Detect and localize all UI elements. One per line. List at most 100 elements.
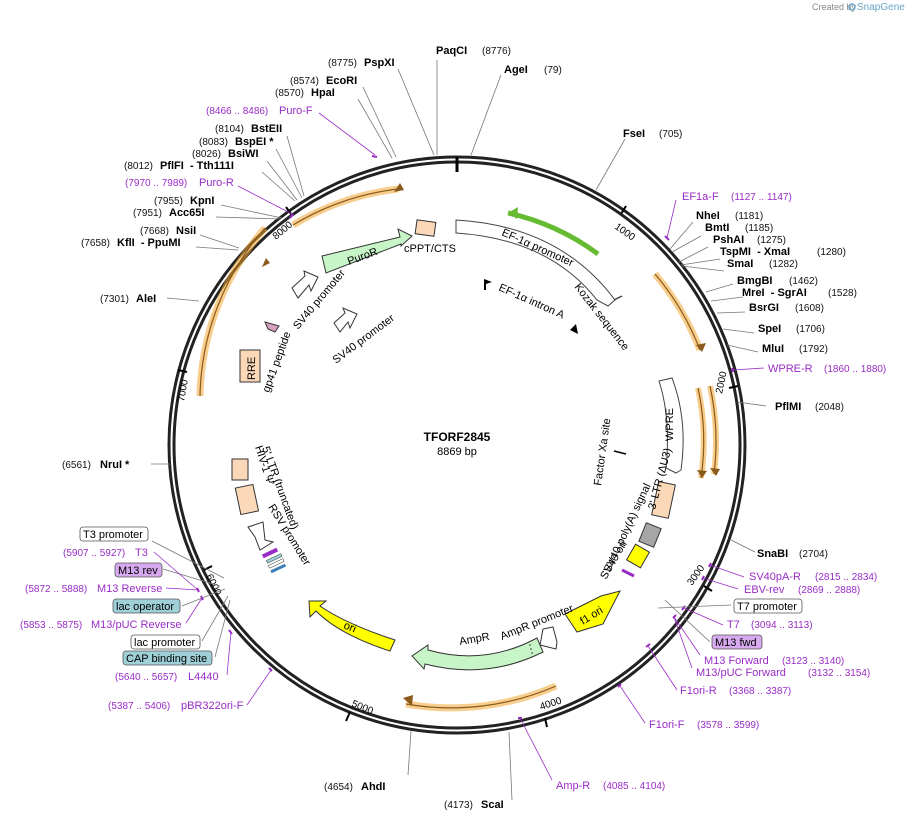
enzyme-bspei[interactable]: (8083)BspEI *	[199, 136, 274, 148]
svg-text:(5872 .. 5888): (5872 .. 5888)	[25, 584, 87, 595]
svg-text:HpaI: HpaI	[311, 87, 335, 99]
ef1a-promoter-shape	[455, 219, 616, 307]
enzyme-pflmi[interactable]: PflMI(2048)	[775, 401, 844, 413]
enzyme-bmti[interactable]: BmtI (1185)	[705, 222, 773, 234]
credit-prefix: Created by	[812, 2, 857, 12]
svg-text:BspEI *: BspEI *	[235, 136, 274, 148]
plasmid-name: TFORF2845	[424, 430, 491, 444]
box-lac-operator[interactable]: lac operator	[112, 598, 181, 614]
svg-text:BmtI: BmtI	[705, 222, 729, 234]
svg-text:Amp-R: Amp-R	[556, 780, 590, 792]
svg-text:SV40pA-R: SV40pA-R	[749, 571, 801, 583]
svg-text:PflMI: PflMI	[775, 401, 801, 413]
primer-amp-r[interactable]: Amp-R(4085 .. 4104)	[556, 780, 665, 792]
enzyme-paqci[interactable]: PaqCI (8776)	[436, 45, 511, 57]
primer-wpre-r[interactable]: WPRE-R(1860 .. 1880)	[768, 363, 886, 375]
primer-puro-f[interactable]: (8466 .. 8486)Puro-F	[206, 105, 313, 117]
box-t7-promoter[interactable]: T7 promoter	[733, 598, 803, 614]
box-t3-promoter[interactable]: T3 promoter	[79, 526, 149, 542]
ef1a-intron-label: EF-1α intron A	[497, 282, 567, 322]
svg-text:(5387 .. 5406): (5387 .. 5406)	[108, 701, 170, 712]
svg-text:(4654): (4654)	[324, 782, 353, 793]
box-m13-rev[interactable]: M13 rev	[114, 562, 163, 578]
box-m13-fwd[interactable]: M13 fwd	[711, 634, 763, 650]
svg-text:2000: 2000	[714, 370, 729, 394]
enzyme-acc65i[interactable]: (7951)Acc65I	[133, 207, 204, 219]
primer-pbr322ori-f[interactable]: (5387 .. 5406)pBR322ori-F	[108, 700, 244, 712]
svg-text:EF1a-F: EF1a-F	[682, 191, 719, 203]
primer-ebv-rev[interactable]: EBV-rev(2869 .. 2888)	[744, 584, 860, 596]
svg-text:(8574): (8574)	[290, 76, 319, 87]
rre-label: RRE	[246, 357, 258, 380]
enzyme-kfli[interactable]: (7658) KflI - PpuMI	[81, 237, 181, 249]
enzyme-snabi[interactable]: SnaBI(2704)	[757, 548, 828, 560]
enzyme-spei[interactable]: SpeI(1706)	[758, 323, 825, 335]
enzyme-mrei[interactable]: MreI - SgrAI(1528)	[742, 287, 857, 299]
ampr-shape	[411, 637, 544, 671]
primer-ef1a-f[interactable]: EF1a-F (1127 .. 1147)	[682, 191, 792, 203]
ori-shape	[308, 600, 396, 652]
svg-text:F1ori-R: F1ori-R	[680, 685, 717, 697]
plasmid-size: 8869 bp	[437, 446, 477, 458]
svg-text:(8775): (8775)	[328, 58, 357, 69]
enzyme-pflfi[interactable]: (8012)PflFI - Tth111I	[124, 160, 234, 172]
enzyme-alei[interactable]: (7301)AleI	[100, 293, 156, 305]
svg-text:M13 fwd: M13 fwd	[715, 637, 757, 649]
svg-text:M13 Forward: M13 Forward	[704, 655, 769, 667]
enzyme-scai[interactable]: (4173)ScaI	[444, 799, 504, 811]
enzyme-smai[interactable]: SmaI(1282)	[727, 258, 798, 270]
svg-text:BsrGI: BsrGI	[749, 302, 779, 314]
primer-m13-reverse[interactable]: (5872 .. 5888)M13 Reverse	[25, 583, 162, 595]
enzyme-nsii[interactable]: (7668)NsiI	[140, 225, 196, 237]
enzyme-agei[interactable]: AgeI(79)	[504, 64, 562, 76]
gp41-shape	[264, 321, 280, 333]
svg-text:(1275): (1275)	[757, 235, 786, 246]
enzyme-pshai[interactable]: PshAI (1275)	[713, 234, 786, 246]
enzyme-bsiwi[interactable]: (8026)BsiWI	[192, 148, 259, 160]
svg-text:KflI - PpuMI: KflI - PpuMI	[117, 237, 181, 249]
svg-text:PaqCI: PaqCI	[436, 45, 467, 57]
svg-text:(7658): (7658)	[81, 238, 110, 249]
primer-l4440[interactable]: (5640 .. 5657)L4440	[115, 671, 219, 683]
enzyme-pspxi[interactable]: (8775) PspXI	[328, 57, 395, 69]
primer-t3[interactable]: (5907 .. 5927)T3	[63, 547, 148, 559]
svg-text:(1792): (1792)	[799, 344, 828, 355]
enzyme-nrui[interactable]: (6561)NruI *	[62, 459, 130, 471]
primer-t7[interactable]: T7(3094 .. 3113)	[727, 619, 813, 631]
ltr3-shape	[651, 480, 676, 519]
enzyme-bmgbi[interactable]: BmgBI(1462)	[737, 275, 818, 287]
enzyme-nhei[interactable]: NheI(1181)	[696, 210, 763, 222]
primer-m13-forward[interactable]: M13 Forward(3123 .. 3140)	[704, 655, 844, 667]
svg-text:PshAI: PshAI	[713, 234, 744, 246]
enzyme-fsei[interactable]: FseI(705)	[623, 128, 682, 140]
box-cap-binding-site[interactable]: CAP binding site	[122, 650, 213, 666]
enzyme-ahdi[interactable]: (4654)AhdI	[324, 781, 385, 793]
primer-f1ori-r[interactable]: F1ori-R (3368 .. 3387)	[680, 685, 791, 697]
primer-m13-puc-reverse[interactable]: (5853 .. 5875)M13/pUC Reverse	[20, 619, 181, 631]
puror-shape	[321, 228, 413, 274]
primer-sv40pa-r[interactable]: SV40pA-R(2815 .. 2834)	[749, 571, 877, 583]
svg-text:7000: 7000	[176, 378, 191, 402]
enzyme-kpni[interactable]: (7955)KpnI	[154, 195, 214, 207]
enzyme-ecori[interactable]: (8574)EcoRI	[290, 75, 357, 87]
enzyme-bsteii[interactable]: (8104)BstEII	[215, 123, 282, 135]
svg-text:(1706): (1706)	[796, 324, 825, 335]
orf-arrowheads	[262, 183, 720, 706]
svg-text:(1185): (1185)	[745, 223, 773, 234]
svg-text:(8776): (8776)	[482, 46, 511, 57]
svg-text:T3 promoter: T3 promoter	[83, 529, 143, 541]
enzyme-tspmi[interactable]: TspMI - XmaI(1280)	[720, 246, 846, 258]
svg-text:(1127 .. 1147): (1127 .. 1147)	[731, 192, 792, 203]
svg-text:(1280): (1280)	[817, 247, 846, 258]
primer-puro-r[interactable]: (7970 .. 7989)Puro-R	[125, 177, 234, 189]
svg-text:(3368 .. 3387): (3368 .. 3387)	[729, 686, 791, 697]
svg-text:Puro-R: Puro-R	[199, 177, 234, 189]
enzyme-hpai[interactable]: (8570)HpaI	[275, 87, 335, 99]
primer-m13-puc-forward[interactable]: M13/pUC Forward(3132 .. 3154)	[696, 667, 870, 679]
svg-text:(4173): (4173)	[444, 800, 473, 811]
enzyme-bsrgi[interactable]: BsrGI(1608)	[749, 302, 824, 314]
box-lac-promoter[interactable]: lac promoter	[130, 634, 201, 650]
enzyme-mlui[interactable]: MluI(1792)	[762, 343, 828, 355]
svg-text:PspXI: PspXI	[364, 57, 395, 69]
primer-f1ori-f[interactable]: F1ori-F(3578 .. 3599)	[649, 719, 759, 731]
